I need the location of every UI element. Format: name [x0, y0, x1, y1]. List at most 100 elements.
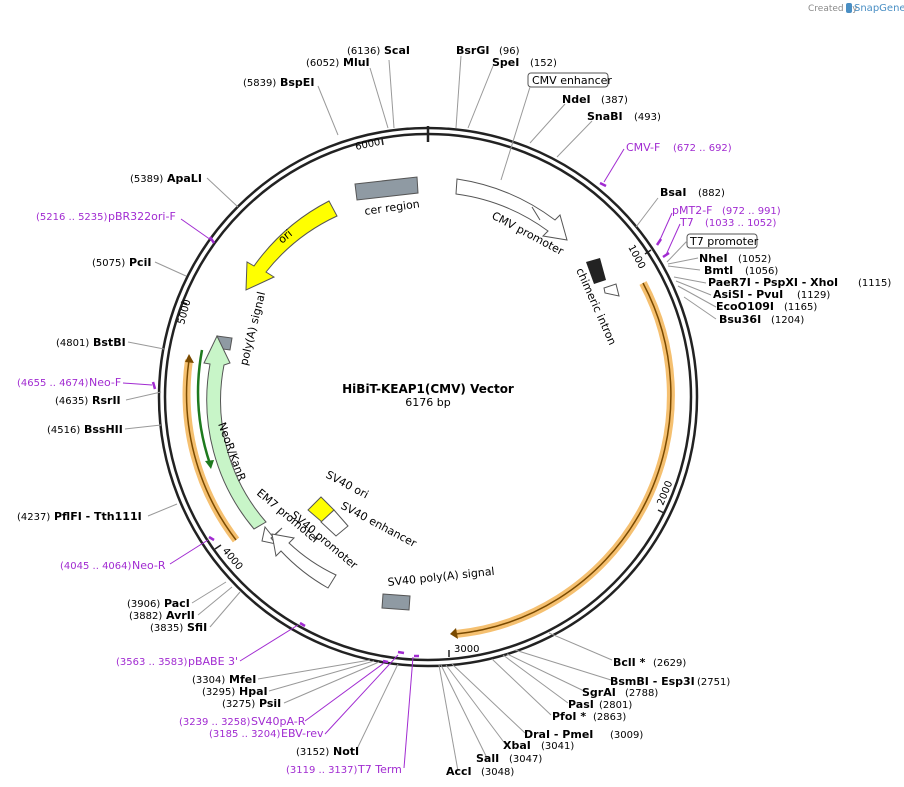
- svg-text:(3041): (3041): [541, 741, 574, 752]
- site-mfei[interactable]: (3304)MfeI: [192, 673, 256, 686]
- svg-text:ApaLI: ApaLI: [167, 172, 202, 185]
- site-psii[interactable]: (3275)PsiI: [222, 697, 281, 710]
- svg-text:SpeI: SpeI: [492, 56, 519, 69]
- site-scai[interactable]: (6136) ScaI: [347, 44, 410, 57]
- primer-t7-term[interactable]: (3119 .. 3137)T7 Term: [286, 763, 402, 776]
- primer-t7[interactable]: T7(1033 .. 1052): [679, 216, 777, 229]
- site-spei[interactable]: SpeI (152): [492, 56, 557, 69]
- t7-promoter-box[interactable]: T7 promoter: [686, 233, 759, 249]
- primer-leader-lines: [122, 148, 681, 769]
- svg-text:(5216 .. 5235): (5216 .. 5235): [36, 212, 108, 223]
- site-bsu36i[interactable]: Bsu36I(1204): [719, 313, 804, 326]
- primer-pmt2-f[interactable]: pMT2-F(972 .. 991): [672, 204, 781, 217]
- svg-text:(387): (387): [601, 95, 628, 106]
- primer-pbr322ori-f[interactable]: (5216 .. 5235)pBR322ori-F: [36, 210, 176, 223]
- site-sali[interactable]: SalI(3047): [476, 752, 542, 765]
- site-pfoi[interactable]: PfoI *(2863): [552, 710, 626, 723]
- cmv-promoter-arrow[interactable]: [455, 178, 568, 241]
- site-acci[interactable]: AccI(3048): [446, 765, 514, 778]
- site-avrii[interactable]: (3882)AvrII: [129, 609, 195, 622]
- primer-sv40pa-r[interactable]: (3239 .. 3258)SV40pA-R: [179, 715, 306, 728]
- site-mlui[interactable]: (6052)MluI: [306, 56, 370, 69]
- svg-text:XbaI: XbaI: [503, 739, 531, 752]
- feature-label-sv40-polya: SV40 poly(A) signal: [387, 565, 495, 589]
- svg-text:(4801): (4801): [56, 338, 89, 349]
- svg-text:(3304): (3304): [192, 675, 225, 686]
- feature-label-polya-signal: poly(A) signal: [237, 290, 268, 366]
- cmv-enhancer-box[interactable]: CMV enhancer: [527, 72, 612, 88]
- svg-text:SnaBI: SnaBI: [587, 110, 623, 123]
- site-nhei[interactable]: NheI(1052): [699, 252, 771, 265]
- svg-text:(3009): (3009): [610, 730, 643, 741]
- svg-text:ScaI: ScaI: [384, 44, 410, 57]
- neo-thin-arrow[interactable]: [196, 349, 212, 465]
- primer-neo-f[interactable]: (4655 .. 4674)Neo-F: [17, 376, 121, 389]
- site-rsrii[interactable]: (4635)RsrII: [55, 394, 121, 407]
- map-length: 6176 bp: [405, 396, 450, 409]
- site-ecoo109i[interactable]: EcoO109I(1165): [716, 300, 817, 313]
- site-bstbi[interactable]: (4801) BstBI: [56, 336, 126, 349]
- chimeric-intron-arrow[interactable]: [603, 283, 620, 297]
- svg-text:NotI: NotI: [333, 745, 359, 758]
- sv40-promoter-arrow[interactable]: [271, 533, 337, 589]
- svg-text:(1165): (1165): [784, 302, 817, 313]
- site-bmti[interactable]: BmtI(1056): [704, 264, 778, 277]
- site-bsshii[interactable]: (4516)BssHII: [47, 423, 123, 436]
- site-hpai[interactable]: (3295)HpaI: [202, 685, 268, 698]
- site-bsmbi-esp3i[interactable]: BsmBI - Esp3I(2751): [610, 675, 730, 688]
- cer-region-block[interactable]: [354, 176, 419, 201]
- svg-text:(6136): (6136): [347, 46, 380, 57]
- site-sfii[interactable]: (3835)SfiI: [150, 621, 207, 634]
- site-pcii[interactable]: (5075)PciI: [92, 256, 151, 269]
- ori-arrow[interactable]: [245, 200, 338, 291]
- svg-text:SfiI: SfiI: [187, 621, 207, 634]
- site-bsrgi[interactable]: BsrGI(96): [456, 44, 520, 57]
- chimeric-intron-black[interactable]: [586, 258, 606, 284]
- svg-text:BssHII: BssHII: [84, 423, 123, 436]
- site-drai-pmei[interactable]: DraI - PmeI(3009): [524, 728, 643, 741]
- svg-text:(5389): (5389): [130, 174, 163, 185]
- site-pflfi-tth111i[interactable]: (4237)PflFI - Tth111I: [17, 510, 142, 523]
- svg-text:(1204): (1204): [771, 315, 804, 326]
- svg-text:BstBI: BstBI: [93, 336, 126, 349]
- svg-text:PacI: PacI: [164, 597, 190, 610]
- site-ndei[interactable]: NdeI(387): [562, 93, 628, 106]
- tick-label-5000: 5000: [176, 298, 193, 325]
- svg-text:EBV-rev: EBV-rev: [281, 727, 324, 740]
- site-bcli[interactable]: BclI *(2629): [613, 656, 686, 669]
- site-bspei[interactable]: (5839)BspEI: [243, 76, 314, 89]
- sv40-enhancer-block[interactable]: [320, 509, 349, 537]
- site-noti[interactable]: (3152)NotI: [296, 745, 359, 758]
- site-sgrai[interactable]: SgrAI(2788): [582, 686, 658, 699]
- site-asisi-pvui[interactable]: AsiSI - PvuI (1129): [713, 288, 830, 301]
- site-apali[interactable]: (5389) ApaLI: [130, 172, 202, 185]
- primer-cmv-f[interactable]: CMV-F(672 .. 692): [626, 141, 732, 154]
- site-bsai[interactable]: BsaI(882): [660, 186, 725, 199]
- primer-pbabe-3[interactable]: (3563 .. 3583)pBABE 3': [116, 655, 238, 668]
- site-xbai[interactable]: XbaI (3041): [503, 739, 574, 752]
- svg-text:(1129): (1129): [797, 290, 830, 301]
- svg-text:(3275): (3275): [222, 699, 255, 710]
- svg-text:(3239 .. 3258): (3239 .. 3258): [179, 717, 251, 728]
- primer-neo-r[interactable]: (4045 .. 4064)Neo-R: [60, 559, 166, 572]
- svg-text:(2863): (2863): [593, 712, 626, 723]
- sv40-polya-block[interactable]: [381, 593, 411, 611]
- svg-text:(6052): (6052): [306, 58, 339, 69]
- site-paci[interactable]: (3906)PacI: [127, 597, 190, 610]
- neor-kanr-arrow[interactable]: [203, 334, 267, 530]
- svg-text:(4045 .. 4064): (4045 .. 4064): [60, 561, 132, 572]
- svg-text:PflFI - Tth111I: PflFI - Tth111I: [54, 510, 142, 523]
- site-paer7i-pspxi-xhoi[interactable]: PaeR7I - PspXI - XhoI(1115): [708, 276, 891, 289]
- orf-arc-right[interactable]: [455, 281, 675, 638]
- svg-text:PaeR7I - PspXI - XhoI: PaeR7I - PspXI - XhoI: [708, 276, 838, 289]
- tick-label-4000: 4000: [220, 546, 245, 573]
- svg-text:AsiSI - PvuI: AsiSI - PvuI: [713, 288, 783, 301]
- site-snabi[interactable]: SnaBI(493): [587, 110, 661, 123]
- primer-ebv-rev[interactable]: (3185 .. 3204)EBV-rev: [209, 727, 324, 740]
- svg-text:Neo-F: Neo-F: [89, 376, 121, 389]
- cmv-enhancer-label: CMV enhancer: [532, 74, 612, 87]
- site-pasi[interactable]: PasI(2801): [568, 698, 632, 711]
- svg-text:(152): (152): [530, 58, 557, 69]
- svg-text:(3295): (3295): [202, 687, 235, 698]
